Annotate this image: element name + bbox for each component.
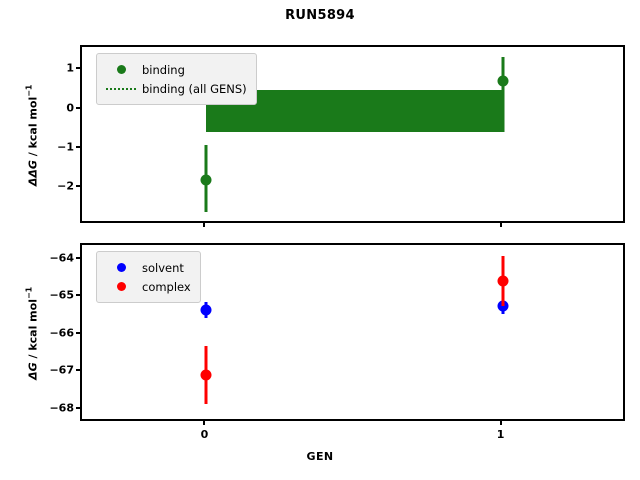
datapoint-binding[interactable] bbox=[200, 174, 212, 186]
bottom-ytick-label: −66 bbox=[49, 326, 74, 340]
xaxis-label: GEN bbox=[306, 450, 334, 463]
legend-label-solvent: solvent bbox=[142, 260, 184, 275]
top-ytick-label: 0 bbox=[66, 101, 74, 115]
top-ytick-label: −1 bbox=[57, 140, 74, 154]
datapoint-solvent[interactable] bbox=[200, 304, 212, 316]
bottom-ytick-label: −67 bbox=[49, 363, 74, 377]
xtick-mark bbox=[203, 421, 206, 425]
top-yaxis-exponent: −1 bbox=[24, 84, 34, 97]
bottom-panel-legend[interactable]: solvent complex bbox=[96, 251, 201, 303]
bottom-ytick-mark bbox=[76, 294, 80, 297]
top-panel-yaxis-label: ΔΔG / kcal mol−1 bbox=[25, 65, 40, 205]
top-yaxis-units: / kcal mol bbox=[26, 96, 40, 161]
legend-item-complex[interactable]: complex bbox=[104, 277, 191, 296]
binding-all-gens-line-icon bbox=[104, 87, 138, 90]
bottom-yaxis-symbol: ΔG bbox=[26, 362, 40, 380]
top-panel-legend[interactable]: binding binding (all GENS) bbox=[96, 53, 257, 105]
top-ytick-mark bbox=[76, 145, 80, 148]
top-yaxis-symbol: ΔΔG bbox=[26, 160, 40, 187]
bottom-ytick-mark bbox=[76, 369, 80, 372]
legend-label-binding-all-gens: binding (all GENS) bbox=[142, 81, 247, 96]
complex-marker-icon bbox=[104, 282, 138, 291]
binding-marker-icon bbox=[104, 65, 138, 74]
top-panel-xtick-mark bbox=[499, 223, 502, 227]
legend-label-complex: complex bbox=[142, 279, 191, 294]
bottom-ytick-mark bbox=[76, 331, 80, 334]
errorbar-binding bbox=[501, 56, 505, 132]
top-panel-axes[interactable]: binding binding (all GENS) bbox=[80, 45, 625, 223]
bottom-ytick-mark bbox=[76, 256, 80, 259]
xtick-mark bbox=[499, 421, 502, 425]
bottom-ytick-label: −64 bbox=[49, 251, 74, 265]
top-ytick-mark bbox=[76, 184, 80, 187]
top-ytick-label: −2 bbox=[57, 179, 74, 193]
datapoint-complex[interactable] bbox=[200, 369, 212, 381]
bottom-yaxis-units: / kcal mol bbox=[26, 299, 40, 363]
top-ytick-label: 1 bbox=[66, 61, 74, 75]
bottom-yaxis-exponent: −1 bbox=[24, 286, 34, 300]
xtick-label: 0 bbox=[200, 428, 209, 441]
xtick-label: 1 bbox=[496, 428, 505, 441]
bottom-panel-axes[interactable]: solvent complex bbox=[80, 243, 625, 421]
legend-item-solvent[interactable]: solvent bbox=[104, 258, 191, 277]
top-panel-xtick-mark bbox=[203, 223, 206, 227]
bottom-ytick-mark bbox=[76, 406, 80, 409]
datapoint-solvent[interactable] bbox=[497, 300, 509, 312]
solvent-marker-icon bbox=[104, 263, 138, 272]
legend-item-binding[interactable]: binding bbox=[104, 60, 247, 79]
figure-title: RUN5894 bbox=[285, 8, 355, 23]
bottom-ytick-label: −65 bbox=[49, 288, 74, 302]
datapoint-complex[interactable] bbox=[497, 275, 509, 287]
top-ytick-mark bbox=[76, 67, 80, 70]
datapoint-binding[interactable] bbox=[497, 75, 509, 87]
bottom-ytick-label: −68 bbox=[49, 401, 74, 415]
legend-item-binding-all-gens[interactable]: binding (all GENS) bbox=[104, 79, 247, 98]
top-ytick-mark bbox=[76, 106, 80, 109]
bottom-panel-yaxis-label: ΔG / kcal mol−1 bbox=[25, 263, 40, 403]
legend-label-binding: binding bbox=[142, 62, 185, 77]
